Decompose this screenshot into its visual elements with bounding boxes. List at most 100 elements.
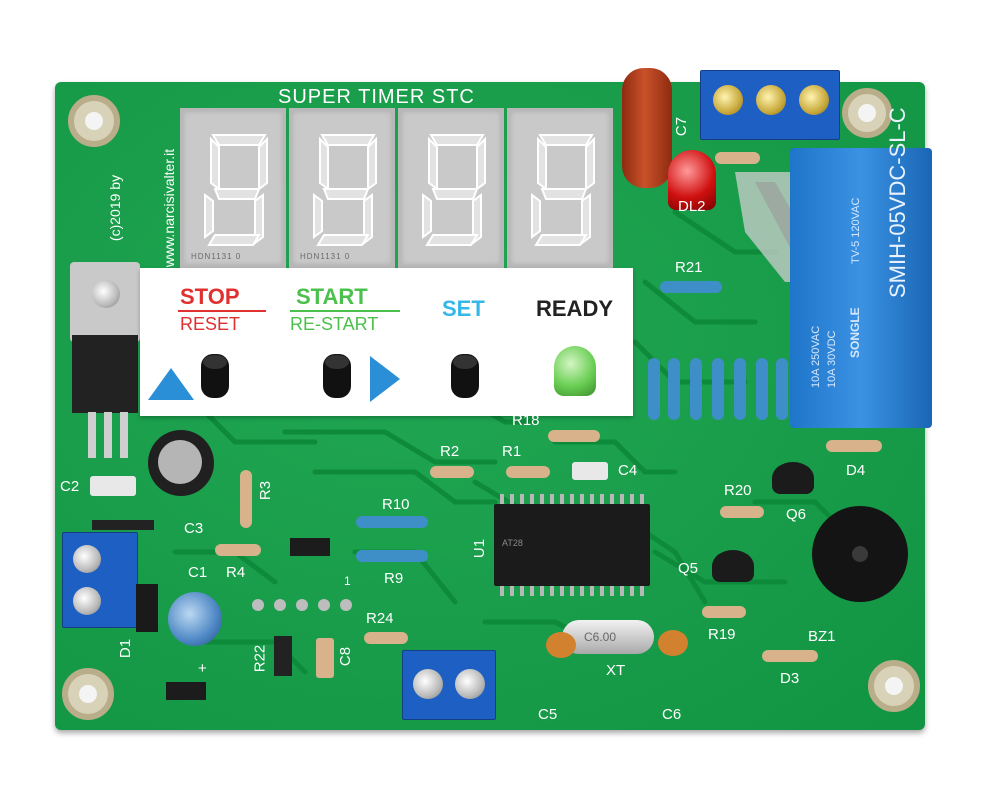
label-c7: C7 [673, 116, 691, 137]
regulator-leg [120, 412, 128, 458]
seven-segment-digit-1: HDN1131 0 [180, 108, 286, 268]
label-xt: XT [606, 662, 626, 679]
stop-reset-button[interactable] [198, 352, 232, 400]
seven-segment-icon [531, 134, 595, 246]
label-r24: R24 [366, 610, 394, 627]
pin-header-row [252, 599, 352, 611]
crystal-marking: C6.00 [584, 630, 617, 644]
resistor-r18 [548, 430, 600, 442]
screw-icon [799, 85, 829, 115]
resistor-array-7 [776, 358, 788, 420]
ready-led [554, 346, 596, 396]
screw-icon [455, 669, 485, 699]
label-r18: R18 [512, 412, 540, 429]
label-pin-one: 1 [344, 574, 351, 588]
resistor-array-3 [690, 358, 702, 420]
led-dl2 [668, 150, 716, 210]
relay-rating-1: TV-5 120VAC [850, 197, 862, 264]
digit-part-number: HDN1131 0 [300, 252, 351, 261]
microcontroller-u1: AT28 [494, 504, 650, 586]
label-d4: D4 [846, 462, 866, 479]
restart-label: RE-START [290, 314, 379, 334]
mounting-hole-top-right [842, 88, 892, 138]
resistor-r24 [364, 632, 408, 644]
label-c2: C2 [60, 478, 80, 495]
label-c3: C3 [184, 520, 204, 537]
voltage-regulator [72, 335, 138, 413]
screw-icon [73, 587, 101, 615]
label-c5: C5 [538, 706, 558, 723]
digit-part-number: HDN1131 0 [191, 252, 242, 261]
start-divider [290, 310, 400, 312]
push-button-icon [323, 354, 351, 398]
seven-segment-icon [422, 134, 486, 246]
resistor-r3 [240, 470, 252, 528]
credit-block: (c)2019 by www.narcisivalter.it [102, 149, 177, 270]
capacitor-c3 [148, 430, 214, 496]
label-d3: D3 [780, 670, 800, 687]
resistor-r4 [215, 544, 261, 556]
label-dl2: DL2 [678, 198, 706, 215]
label-q5: Q5 [678, 560, 699, 577]
label-r10: R10 [382, 496, 410, 513]
label-bz1: BZ1 [808, 628, 836, 645]
screw-icon [73, 545, 101, 573]
capacitor-c6 [658, 630, 688, 656]
push-button-icon [201, 354, 229, 398]
capacitor-c4 [572, 462, 608, 480]
resistor-r21 [660, 281, 722, 293]
label-r9: R9 [384, 570, 404, 587]
relay-model: SMIH-05VDC-SL-C [885, 107, 910, 298]
resistor-array-1 [648, 358, 660, 420]
relay-rating-3: 10A 30VDC [826, 330, 838, 388]
capacitor-c8 [316, 638, 334, 678]
stop-label: STOP [180, 284, 240, 309]
mounting-hole-bottom-left [62, 668, 114, 720]
mounting-hole-bottom-right [868, 660, 920, 712]
label-r22: R22 [251, 644, 269, 673]
transistor-q5 [712, 550, 754, 582]
label-r21: R21 [675, 259, 703, 276]
resistor-r1 [506, 466, 550, 478]
resistor-array-2 [668, 358, 680, 420]
diode-d1 [136, 584, 158, 632]
resistor-r10 [356, 516, 428, 528]
terminal-block-input [402, 650, 496, 720]
terminal-block-output [700, 70, 840, 140]
seven-segment-digit-2: HDN1131 0 [289, 108, 395, 268]
crystal-xt: C6.00 [562, 620, 654, 654]
buzzer-bz1 [812, 506, 908, 602]
screw-icon [756, 85, 786, 115]
seven-segment-icon [204, 134, 268, 246]
resistor-r9 [356, 550, 428, 562]
set-button[interactable] [448, 352, 482, 400]
set-label: SET [442, 296, 485, 321]
label-c1: C1 [188, 564, 208, 581]
relay: SMIH-05VDC-SL-C SONGLE TV-5 120VAC 10A 2… [790, 107, 932, 428]
label-u1: U1 [471, 538, 489, 559]
right-arrow-icon [370, 356, 400, 402]
diode-d3 [762, 650, 818, 662]
front-panel: STOP RESET START RE-START SET READY [140, 268, 633, 416]
label-c6: C6 [662, 706, 682, 723]
regulator-heatsink [70, 262, 140, 342]
credit-line-1: (c)2019 by [107, 174, 124, 242]
seven-segment-digit-3 [398, 108, 504, 268]
terminal-block-power [62, 532, 138, 628]
label-c8: C8 [337, 646, 355, 667]
resistor-array-5 [734, 358, 746, 420]
relay-rating-2: 10A 250VAC [810, 325, 822, 388]
resistor-r2 [430, 466, 474, 478]
label-r4: R4 [226, 564, 246, 581]
label-r2: R2 [440, 443, 460, 460]
label-d1: D1 [117, 638, 135, 659]
seven-segment-icon [313, 134, 377, 246]
start-restart-button[interactable] [320, 352, 354, 400]
mounting-hole-top-left [68, 95, 120, 147]
screw-icon [92, 280, 120, 308]
resistor-r19 [702, 606, 746, 618]
transistor-q6 [772, 462, 814, 494]
label-r19: R19 [708, 626, 736, 643]
capacitor-top [158, 440, 202, 484]
resistor-array-6 [756, 358, 768, 420]
